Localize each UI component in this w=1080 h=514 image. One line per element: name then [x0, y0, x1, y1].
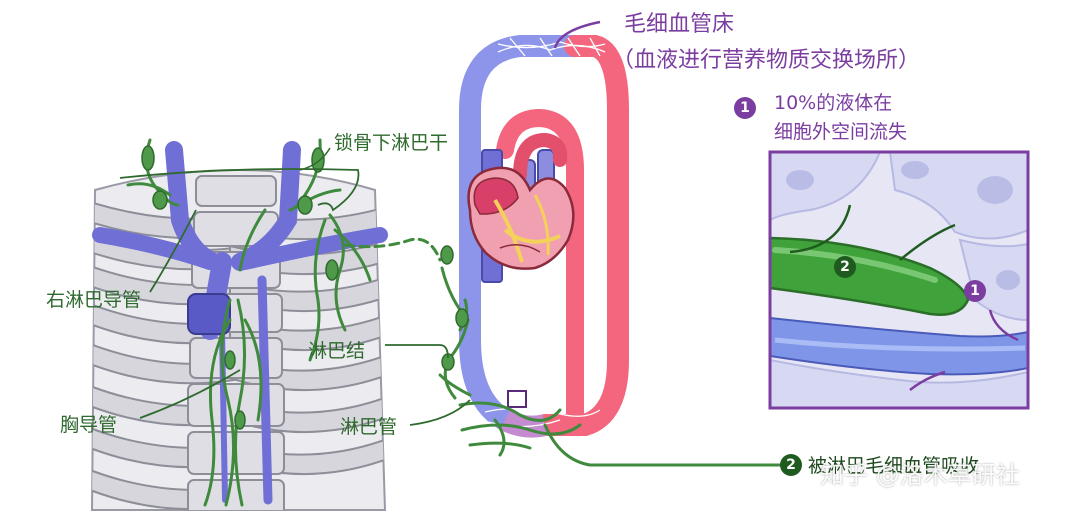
label-lymph-vessel: 淋巴管	[340, 416, 398, 438]
capillary-bed-top	[497, 37, 606, 57]
heart-illustration	[467, 132, 575, 270]
thoracic-leader	[139, 369, 241, 419]
label-right-lymphatic-duct: 右淋巴导管	[46, 289, 142, 311]
right-duct-leader	[149, 209, 197, 293]
label-lymph-node: 淋巴结	[308, 340, 366, 362]
capillary-bed-title: 毛细血管床	[624, 12, 735, 37]
node-leader	[385, 344, 449, 359]
badge-two: 2	[780, 454, 802, 476]
fluid-loss-line-1: 10%的液体在	[774, 92, 893, 114]
vessel-leader	[409, 399, 471, 426]
lymph-nodes-thorax	[141, 145, 339, 430]
label-subclavian-trunk: 锁骨下淋巴干	[334, 132, 449, 154]
lymph-vessels-loop	[343, 237, 782, 467]
badge-one: 1	[734, 97, 756, 119]
fluid-loss-line-2: 细胞外空间流失	[774, 121, 908, 143]
badge-two-inset: 2	[834, 256, 856, 278]
inset-cell-panel	[768, 150, 1030, 410]
badge-one-inset: 1	[964, 280, 986, 302]
capillary-bed-leader	[553, 20, 601, 49]
label-thoracic-duct: 胸导管	[60, 414, 118, 436]
watermark: 知乎 @洛木草研社	[820, 461, 1020, 489]
tissue-cells	[770, 152, 1028, 408]
label-absorbed: 被淋巴毛细血管吸收	[808, 455, 980, 477]
capillary-bed-subtitle: （血液进行营养物质交换场所）	[612, 48, 921, 73]
thorax-illustration	[90, 138, 388, 511]
